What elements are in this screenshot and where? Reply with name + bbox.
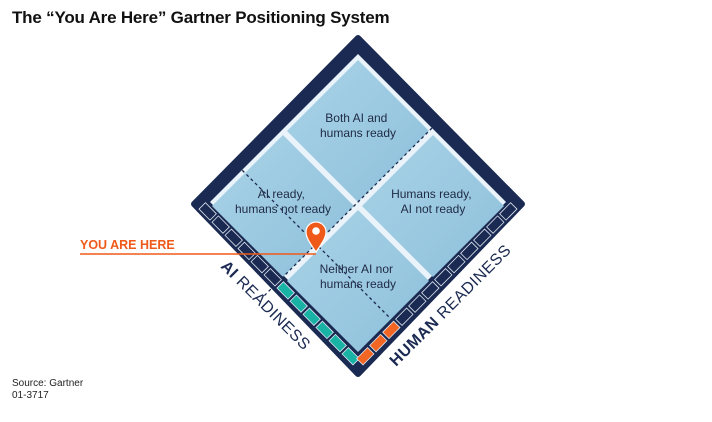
human-bar-segment — [434, 267, 453, 287]
quadrant-right — [362, 135, 504, 277]
human-bar-segment — [382, 320, 401, 340]
ai-bar-segment — [315, 320, 334, 340]
human-bar-segment — [421, 281, 440, 300]
source-line: Source: Gartner — [12, 378, 84, 389]
human-bar-segment — [395, 307, 414, 327]
quadrant-right-label: Humans ready, AI not ready — [391, 187, 475, 216]
human-readiness-bar — [356, 202, 518, 366]
human-bar-segment — [447, 254, 466, 274]
ai-bar-segment — [198, 202, 217, 221]
ai-bar-segment — [289, 294, 308, 313]
ai-bar-segment — [302, 307, 321, 327]
human-level-guide — [261, 127, 433, 299]
source-note: Source: Gartner 01-3717 — [12, 378, 83, 402]
ai-bar-segment — [250, 254, 269, 274]
human-bar-segment — [460, 241, 479, 261]
ai-bar-segment — [263, 267, 282, 287]
ai-bar-segment — [211, 215, 230, 234]
figure-id: 01-3717 — [12, 390, 49, 401]
quadrant-left-label: AI ready, humans not ready — [235, 187, 331, 216]
you-are-here-label: YOU ARE HERE — [80, 238, 175, 252]
quadrant-bottom — [287, 210, 429, 352]
quadrant-bottom-label: Neither AI nor humans ready — [320, 262, 397, 291]
ai-bar-segment — [224, 228, 243, 248]
human-bar-segment — [356, 346, 375, 366]
quadrant-top-label: Both AI and humans ready — [320, 111, 396, 140]
ai-readiness-bar — [198, 202, 360, 366]
human-bar-segment — [473, 228, 492, 248]
human-bar-segment — [499, 202, 518, 221]
ai-bar-segment — [328, 333, 347, 353]
human-bar-segment — [369, 333, 388, 353]
page-title: The “You Are Here” Gartner Positioning S… — [12, 8, 390, 27]
map-pin-icon — [305, 221, 327, 254]
human-bar-segment — [486, 215, 505, 234]
human-bar-segment — [408, 294, 427, 313]
ai-bar-segment — [276, 281, 295, 300]
